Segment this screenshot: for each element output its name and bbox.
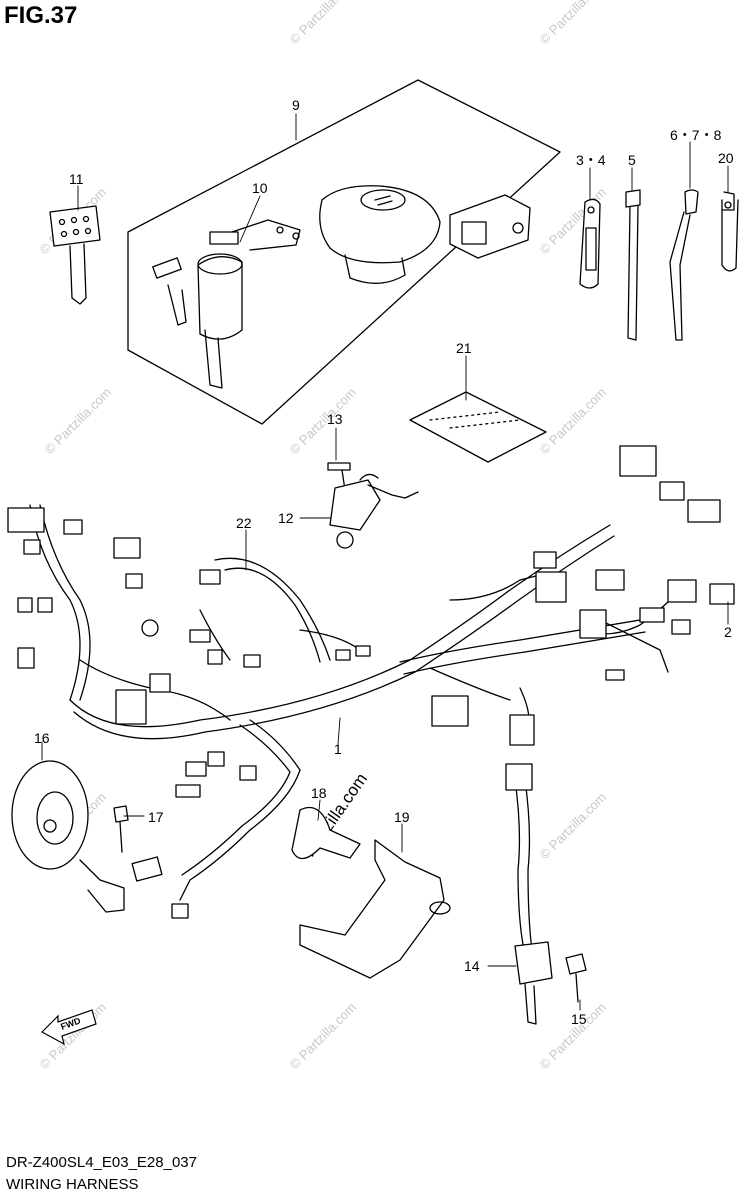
callout-16: 16: [34, 730, 50, 746]
callout-3-4: 3・4: [576, 152, 606, 168]
figure-name: WIRING HARNESS: [6, 1176, 139, 1193]
callout-14: 14: [464, 958, 480, 974]
figure-title: FIG.37: [4, 2, 78, 29]
harness-connectors: [7, 445, 735, 919]
callout-22: 22: [236, 515, 252, 531]
bolt: [113, 805, 129, 853]
side-stand-switch: [514, 941, 587, 1025]
insulator-sheet: [409, 391, 547, 463]
callout-17: 17: [148, 809, 164, 825]
callout-labels: 1 2 3・4 5 6・7・8 9 10 11 12 13 14 15 16 1…: [34, 97, 734, 1027]
callout-11: 11: [69, 171, 84, 187]
watermark: © Partzilla.com: [37, 1000, 110, 1073]
callout-1: 1: [334, 741, 342, 757]
watermark: © Partzilla.com: [537, 790, 610, 863]
callout-20: 20: [718, 150, 734, 166]
callout-9: 9: [292, 97, 300, 113]
clamps-and-ties: [579, 189, 739, 341]
watermark: © Partzilla.com: [537, 385, 610, 458]
horn: [11, 760, 125, 913]
callout-12: 12: [278, 510, 294, 526]
callout-10: 10: [252, 180, 268, 196]
callout-2: 2: [724, 624, 732, 640]
leader-lines: [41, 113, 729, 1011]
callout-19: 19: [394, 809, 410, 825]
brackets: [291, 806, 451, 979]
callout-13: 13: [327, 411, 343, 427]
main-wiring-harness: [29, 504, 671, 951]
figure-code: DR-Z400SL4_E03_E28_037: [6, 1154, 197, 1171]
ignition-switch-set: [127, 79, 561, 425]
callout-18: 18: [311, 785, 327, 801]
watermark: © Partzilla.com: [287, 385, 360, 458]
callout-6-7-8: 6・7・8: [670, 127, 722, 143]
watermark: © Partzilla.com: [287, 0, 360, 47]
relay-assembly: [327, 462, 419, 549]
watermark: © Partzilla.com: [287, 1000, 360, 1073]
callout-15: 15: [571, 1011, 587, 1027]
callout-21: 21: [456, 340, 472, 356]
callout-5: 5: [628, 152, 636, 168]
key: [49, 205, 101, 305]
forward-arrow-icon: FWD: [41, 1009, 97, 1046]
watermark: © Partzilla.com: [537, 0, 610, 47]
watermark: © Partzilla.com: [42, 385, 115, 458]
